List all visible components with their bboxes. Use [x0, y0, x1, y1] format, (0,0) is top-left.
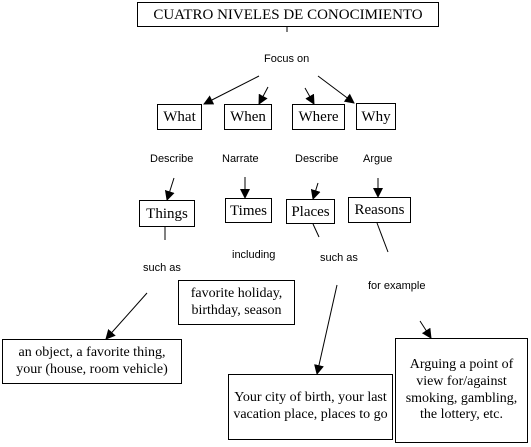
question-box-why: Why — [356, 103, 396, 130]
connector-label-places: such as — [320, 252, 358, 264]
arrow-focus-when — [258, 86, 269, 105]
title-text: CUATRO NIVELES DE CONOCIMIENTO — [153, 6, 423, 23]
result-box-reasons: Reasons — [348, 197, 411, 223]
verb-label-what: Describe — [150, 153, 194, 165]
title-box: CUATRO NIVELES DE CONOCIMIENTO — [137, 2, 439, 27]
question-box-where: Where — [292, 104, 345, 130]
line-places-suchas — [312, 223, 320, 238]
example-box-reasons: Arguing a point of view for/against smok… — [395, 338, 528, 443]
line-reasons-forexample — [376, 222, 389, 253]
focus-label: Focus on — [264, 53, 310, 65]
question-box-when: When — [224, 104, 272, 130]
example-box-times: favorite holiday, birthday, season — [178, 280, 295, 325]
arrow-focus-why — [317, 75, 355, 104]
example-box-things: an object, a favorite thing, your (house… — [2, 339, 182, 384]
connector-label-things: such as — [143, 262, 181, 274]
result-box-things: Things — [139, 200, 195, 227]
connector-label-times: including — [232, 249, 276, 261]
verb-label-why: Argue — [363, 153, 393, 165]
arrow-suchas-things-example — [105, 292, 148, 340]
arrow-focus-where — [304, 87, 315, 105]
arrow-describe-places — [310, 182, 321, 200]
question-box-what: What — [157, 104, 202, 130]
example-box-places: Your city of birth, your last vacation p… — [228, 374, 393, 440]
connector-label-reasons: for example — [368, 280, 426, 292]
verb-label-when: Narrate — [222, 153, 259, 165]
arrow-suchas-places-example — [314, 284, 338, 375]
arrow-forexample-reasons-example — [419, 320, 432, 339]
result-box-times: Times — [225, 198, 272, 223]
result-box-places: Places — [286, 199, 335, 224]
arrow-focus-what — [203, 75, 260, 105]
arrow-describe-things — [164, 177, 175, 201]
verb-label-where: Describe — [295, 153, 339, 165]
